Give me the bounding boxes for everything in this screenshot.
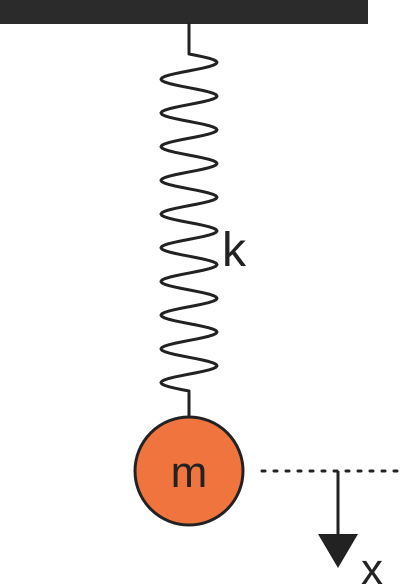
displacement-label: x: [361, 545, 383, 584]
spring-constant-label: k: [222, 224, 247, 277]
ceiling-support: [0, 0, 368, 24]
spring: [159, 22, 219, 419]
mass-label: m: [171, 448, 208, 497]
displacement-arrowhead: [318, 534, 358, 568]
mass-ball: [133, 415, 245, 527]
